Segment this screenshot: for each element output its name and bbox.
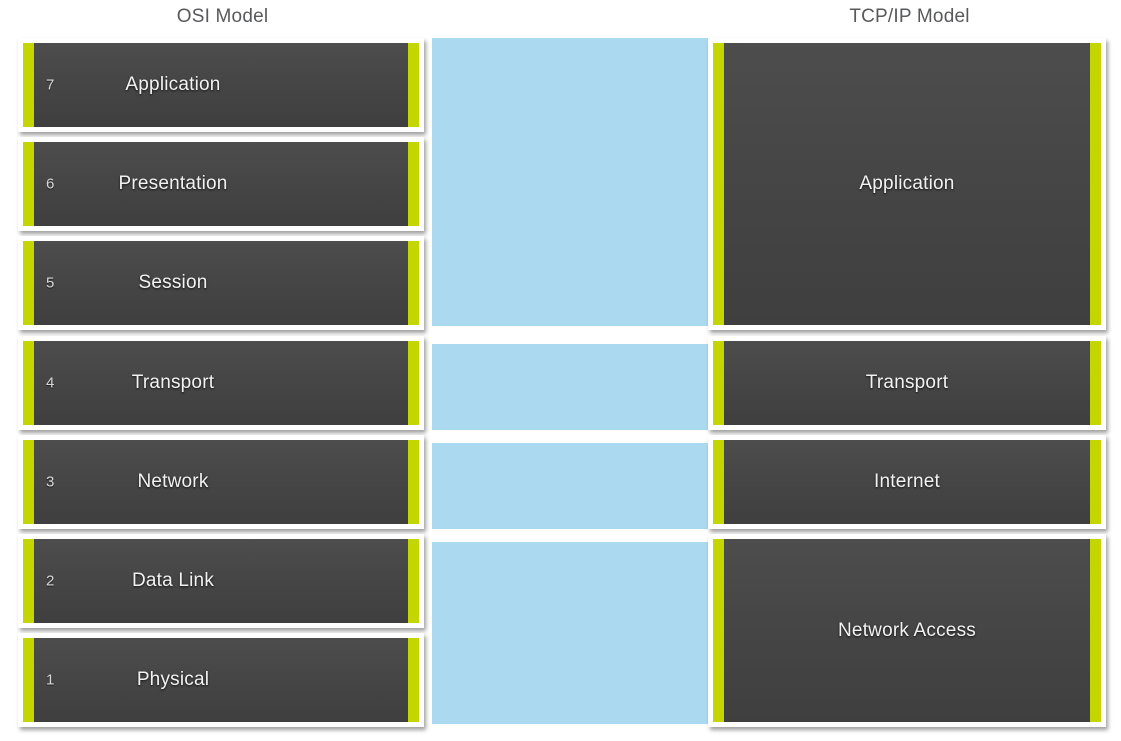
layer-label: Physical — [136, 669, 210, 690]
tcpip-layer-internet[interactable]: Internet — [708, 435, 1106, 529]
block-accent-rails: Network Access — [713, 539, 1101, 722]
layer-label: Network Access — [838, 619, 976, 641]
layer-number: 3 — [46, 473, 55, 491]
layer-number: 4 — [46, 374, 55, 392]
block-accent-rails: Application — [713, 43, 1101, 325]
block-body: Internet — [724, 440, 1090, 524]
layer-label: Session — [138, 272, 208, 293]
layer-number: 5 — [46, 274, 55, 292]
block-body: 3 Network — [34, 440, 408, 524]
layer-number: 2 — [46, 572, 55, 590]
block-body: 7 Application — [34, 43, 408, 127]
osi-model-title: OSI Model — [176, 6, 269, 27]
block-body: 6 Presentation — [34, 142, 408, 226]
block-accent-rails: 6 Presentation — [23, 142, 419, 226]
block-body: 2 Data Link — [34, 539, 408, 623]
osi-layer-3-network[interactable]: 3 Network — [18, 435, 424, 529]
layer-number: 1 — [46, 671, 55, 689]
block-body: 4 Transport — [34, 341, 408, 425]
connector-band-internet — [432, 443, 712, 529]
block-accent-rails: 1 Physical — [23, 638, 419, 722]
tcpip-model-title: TCP/IP Model — [849, 6, 970, 27]
layer-label: Network — [137, 471, 209, 492]
layer-number: 7 — [46, 76, 55, 94]
block-accent-rails: 7 Application — [23, 43, 419, 127]
connector-band-transport — [432, 344, 712, 430]
block-body: 5 Session — [34, 241, 408, 325]
tcpip-layer-network-access[interactable]: Network Access — [708, 534, 1106, 727]
layer-label: Application — [125, 74, 221, 95]
osi-layer-6-presentation[interactable]: 6 Presentation — [18, 137, 424, 231]
connector-band-application — [432, 38, 712, 326]
layer-number: 6 — [46, 175, 55, 193]
connector-band-network-access — [432, 542, 712, 724]
block-body: Application — [724, 43, 1090, 325]
block-accent-rails: Internet — [713, 440, 1101, 524]
layer-label: Transport — [865, 372, 949, 393]
tcpip-layer-transport[interactable]: Transport — [708, 336, 1106, 430]
block-body: 1 Physical — [34, 638, 408, 722]
layer-label: Application — [859, 173, 955, 194]
block-accent-rails: Transport — [713, 341, 1101, 425]
osi-layer-1-physical[interactable]: 1 Physical — [18, 633, 424, 727]
block-body: Transport — [724, 341, 1090, 425]
block-accent-rails: 3 Network — [23, 440, 419, 524]
block-body: Network Access — [724, 539, 1090, 722]
layer-label: Presentation — [118, 173, 228, 194]
block-accent-rails: 4 Transport — [23, 341, 419, 425]
osi-layer-4-transport[interactable]: 4 Transport — [18, 336, 424, 430]
layer-label: Internet — [873, 471, 941, 492]
layer-label: Transport — [131, 372, 215, 393]
osi-layer-2-data-link[interactable]: 2 Data Link — [18, 534, 424, 628]
osi-layer-7-application[interactable]: 7 Application — [18, 38, 424, 132]
tcpip-layer-application[interactable]: Application — [708, 38, 1106, 330]
layer-label: Data Link — [131, 570, 215, 591]
osi-layer-5-session[interactable]: 5 Session — [18, 236, 424, 330]
block-accent-rails: 2 Data Link — [23, 539, 419, 623]
block-accent-rails: 5 Session — [23, 241, 419, 325]
